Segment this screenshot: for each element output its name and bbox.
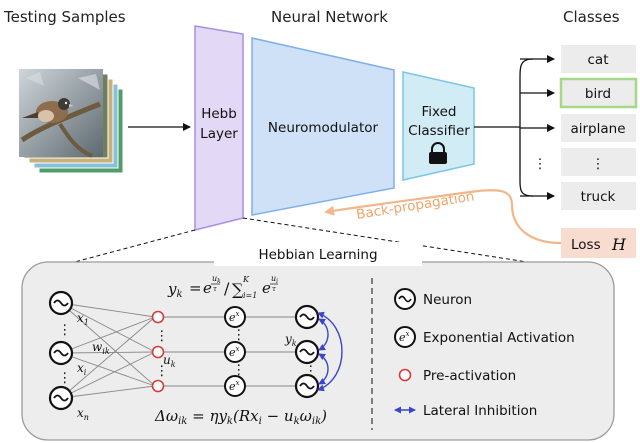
exp-activation-icon: ex <box>224 375 246 397</box>
output-neurons <box>294 304 320 399</box>
bird-photo <box>19 69 103 158</box>
class-label-bird: bird <box>585 86 611 102</box>
neuron-icon <box>294 304 320 330</box>
hebbian-update-formula: Δωik = ηyk(Rxi − ukωik) <box>154 407 327 427</box>
exp-activation-icon: ex <box>224 306 246 328</box>
svg-text:Δωik = ηyk(Rxi − ukωik): Δωik = ηyk(Rxi − ukωik) <box>154 407 327 427</box>
lock-icon <box>429 142 447 164</box>
output-vdots: ⋮ <box>304 363 318 379</box>
header-classes: Classes <box>563 8 620 26</box>
neuromodulator-block: Neuromodulator <box>251 37 395 216</box>
svg-text:∑: ∑ <box>232 280 244 299</box>
class-box-ellipsis <box>561 148 636 176</box>
class-box-truck <box>561 182 636 210</box>
exp-activation-nodes: ex ex ex <box>224 306 246 397</box>
class-box-bird <box>559 77 638 109</box>
svg-text:τ: τ <box>272 285 276 293</box>
hebbian-title: Hebbian Learning <box>258 247 377 263</box>
exp-vdots-top: ⋮ <box>232 327 246 343</box>
hebb-layer-label-line2: Layer <box>200 126 238 142</box>
legend-exp-label: Exponential Activation <box>423 330 575 346</box>
input-label-x1: x1 <box>77 311 89 327</box>
class-branch-lines <box>474 55 555 200</box>
branch-vdots: ⋮ <box>533 156 547 172</box>
zoom-line-left <box>51 229 196 269</box>
exp-vdots-bottom: ⋮ <box>232 362 246 378</box>
input-neurons <box>48 290 74 411</box>
svg-text:e: e <box>203 279 212 297</box>
svg-text:ex: ex <box>229 310 240 324</box>
preact-to-activation-lines <box>161 316 295 387</box>
neuron-icon <box>294 339 320 365</box>
header-testing-samples: Testing Samples <box>3 8 126 26</box>
fixed-classifier-label-line1: Fixed <box>422 104 457 120</box>
loss-label: Loss <box>571 237 601 253</box>
svg-text:K: K <box>242 275 250 284</box>
u-label: uk <box>163 353 176 369</box>
lateral-inhibition-arrows <box>317 311 343 392</box>
loss-symbol: H <box>611 235 627 254</box>
svg-text:ex: ex <box>229 379 240 393</box>
input-label-xi: xi <box>77 361 87 377</box>
y-label: yk <box>284 332 297 348</box>
hebbian-connections <box>60 302 156 399</box>
input-label-xn: xn <box>77 406 89 422</box>
class-box-cat <box>561 45 636 73</box>
svg-text:/: / <box>224 279 230 298</box>
hebb-layer-label-line1: Hebb <box>201 106 237 122</box>
svg-text:uk: uk <box>212 274 221 285</box>
legend-neuron-label: Neuron <box>423 292 472 308</box>
svg-text:τ: τ <box>213 285 217 293</box>
header-neural-network: Neural Network <box>271 8 388 26</box>
svg-text:i=1: i=1 <box>243 291 257 300</box>
input-vdots-top: ⋮ <box>58 322 72 338</box>
svg-text:ex: ex <box>229 345 240 359</box>
preact-vdots-bottom: ⋮ <box>155 363 169 379</box>
legend-exp-activation-icon: ex <box>394 326 416 348</box>
class-label-cat: cat <box>588 52 609 68</box>
neuromodulator-label: Neuromodulator <box>268 120 379 136</box>
fixed-classifier-block: Fixed Classifier <box>402 71 475 181</box>
input-vdots-bottom: ⋮ <box>58 370 72 386</box>
class-box-airplane <box>561 114 636 142</box>
fixed-classifier-label-line2: Classifier <box>408 123 470 139</box>
svg-text:ui: ui <box>271 274 278 285</box>
svg-text:ex: ex <box>399 330 410 344</box>
preactivation-nodes <box>151 310 165 393</box>
class-label-truck: truck <box>581 189 616 205</box>
hebb-layer: Hebb Layer <box>194 25 244 231</box>
neuron-icon <box>48 290 74 316</box>
class-list: cat bird airplane ⋮ truck <box>559 45 638 210</box>
class-label-airplane: airplane <box>570 121 625 137</box>
weight-label: wik <box>92 340 110 356</box>
legend: Neuron ex Exponential Activation Pre-act… <box>394 288 575 419</box>
neuron-icon <box>48 385 74 411</box>
preact-vdots-top: ⋮ <box>155 328 169 344</box>
backprop-label: Back-propagation <box>355 188 475 222</box>
sample-image-stack <box>19 69 124 174</box>
svg-text:=: = <box>189 279 202 297</box>
softmax-formula: yk = e uk τ / ∑ K i=1 e ui τ <box>167 274 278 300</box>
loss-box: Loss H <box>561 228 636 258</box>
legend-preact-icon <box>398 368 412 382</box>
legend-preact-label: Pre-activation <box>423 368 516 384</box>
backprop-arrow <box>324 189 562 245</box>
class-vdots: ⋮ <box>591 156 605 172</box>
legend-neuron-icon <box>394 288 416 310</box>
legend-inhibition-label: Lateral Inhibition <box>423 403 537 419</box>
neuron-icon <box>48 340 74 366</box>
exp-activation-icon: ex <box>224 341 246 363</box>
svg-text:e: e <box>262 279 271 297</box>
